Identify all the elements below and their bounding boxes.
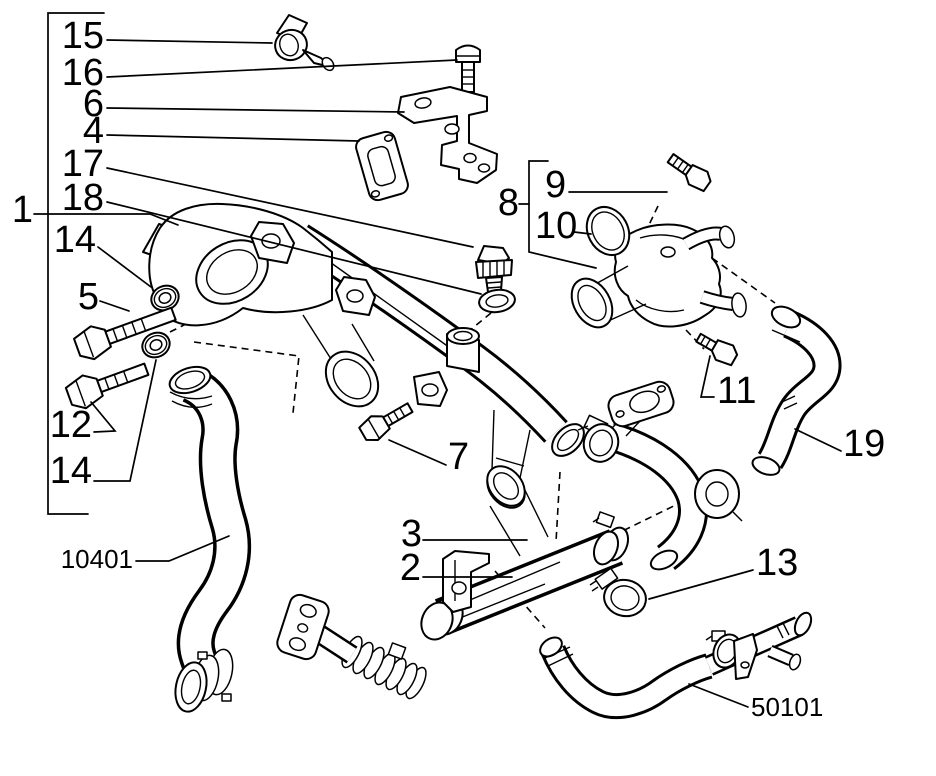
part-bolt-12	[64, 362, 150, 410]
callout-9[interactable]: 9	[545, 164, 566, 206]
bleed-screw-boss	[446, 327, 480, 373]
part-bolt-7	[358, 402, 414, 442]
egr-flange	[607, 380, 675, 437]
bolt-lug	[413, 371, 448, 407]
callout-5[interactable]: 5	[78, 276, 99, 318]
part-pipe-50101	[539, 469, 813, 719]
callout-19[interactable]: 19	[843, 423, 885, 465]
group-brackets	[47, 12, 597, 515]
callout-labels: 15 16 6 4 17 18 1 14 5 12 14 8 9 10 11 7…	[12, 15, 885, 722]
part-sensor-15	[274, 14, 335, 72]
part-o-ring-18	[478, 288, 516, 314]
part-clamp-13	[589, 567, 647, 618]
hose-clamp	[577, 414, 620, 463]
callout-10401[interactable]: 10401	[61, 544, 133, 574]
bellows-section	[341, 635, 427, 700]
callout-14b[interactable]: 14	[50, 450, 92, 492]
part-bolt-16	[455, 44, 481, 93]
part-gasket-4	[355, 130, 409, 202]
callout-1[interactable]: 1	[12, 189, 33, 231]
left-group-bracket	[47, 12, 105, 515]
callout-15[interactable]: 15	[62, 15, 104, 57]
callout-7[interactable]: 7	[448, 436, 469, 478]
callout-4[interactable]: 4	[83, 110, 104, 152]
bolt-11	[695, 332, 739, 367]
pipe-bracket	[442, 550, 490, 613]
callout-16[interactable]: 16	[62, 52, 104, 94]
part-upper-water-pipe	[142, 202, 585, 507]
part-bleed-screw-17	[475, 245, 513, 293]
pipe-end-opening	[551, 423, 585, 457]
part-thermostat	[570, 153, 747, 367]
callout-12[interactable]: 12	[50, 404, 92, 446]
bolt-9	[666, 153, 712, 193]
part-bolt-5	[73, 306, 177, 361]
part-connecting-hose	[577, 380, 708, 571]
callout-11[interactable]: 11	[717, 370, 756, 412]
hose-connector-end	[174, 648, 234, 713]
hose-top-end	[168, 365, 212, 395]
part-lower-water-pipe	[276, 467, 630, 700]
callout-18[interactable]: 18	[62, 177, 104, 219]
callout-13[interactable]: 13	[756, 542, 798, 584]
pipe-branch-outlet	[486, 409, 531, 507]
callout-6[interactable]: 6	[83, 83, 104, 125]
clip-tab	[387, 642, 407, 660]
callout-17[interactable]: 17	[62, 143, 104, 185]
pipe-bracket-plate	[733, 633, 758, 680]
callout-3[interactable]: 3	[401, 513, 422, 555]
callout-2[interactable]: 2	[400, 547, 421, 589]
thermostat-housing	[142, 202, 376, 327]
callout-10[interactable]: 10	[535, 205, 577, 247]
round-flange-fitting	[694, 469, 743, 522]
part-bracket-6	[397, 86, 498, 184]
pipe-flange	[276, 593, 330, 661]
callout-50101[interactable]: 50101	[751, 692, 823, 722]
part-hose-19	[751, 305, 842, 476]
leader-lines	[33, 39, 842, 708]
o-ring-10	[585, 206, 631, 256]
union-ring	[420, 596, 464, 641]
housing-outlet	[302, 314, 380, 408]
pipe-end-boot	[592, 511, 630, 566]
callout-8[interactable]: 8	[498, 182, 519, 224]
part-hose-10401	[168, 365, 252, 713]
bracket-8	[528, 160, 597, 269]
part-washer-14b	[141, 331, 171, 359]
callout-14a[interactable]: 14	[54, 219, 96, 261]
